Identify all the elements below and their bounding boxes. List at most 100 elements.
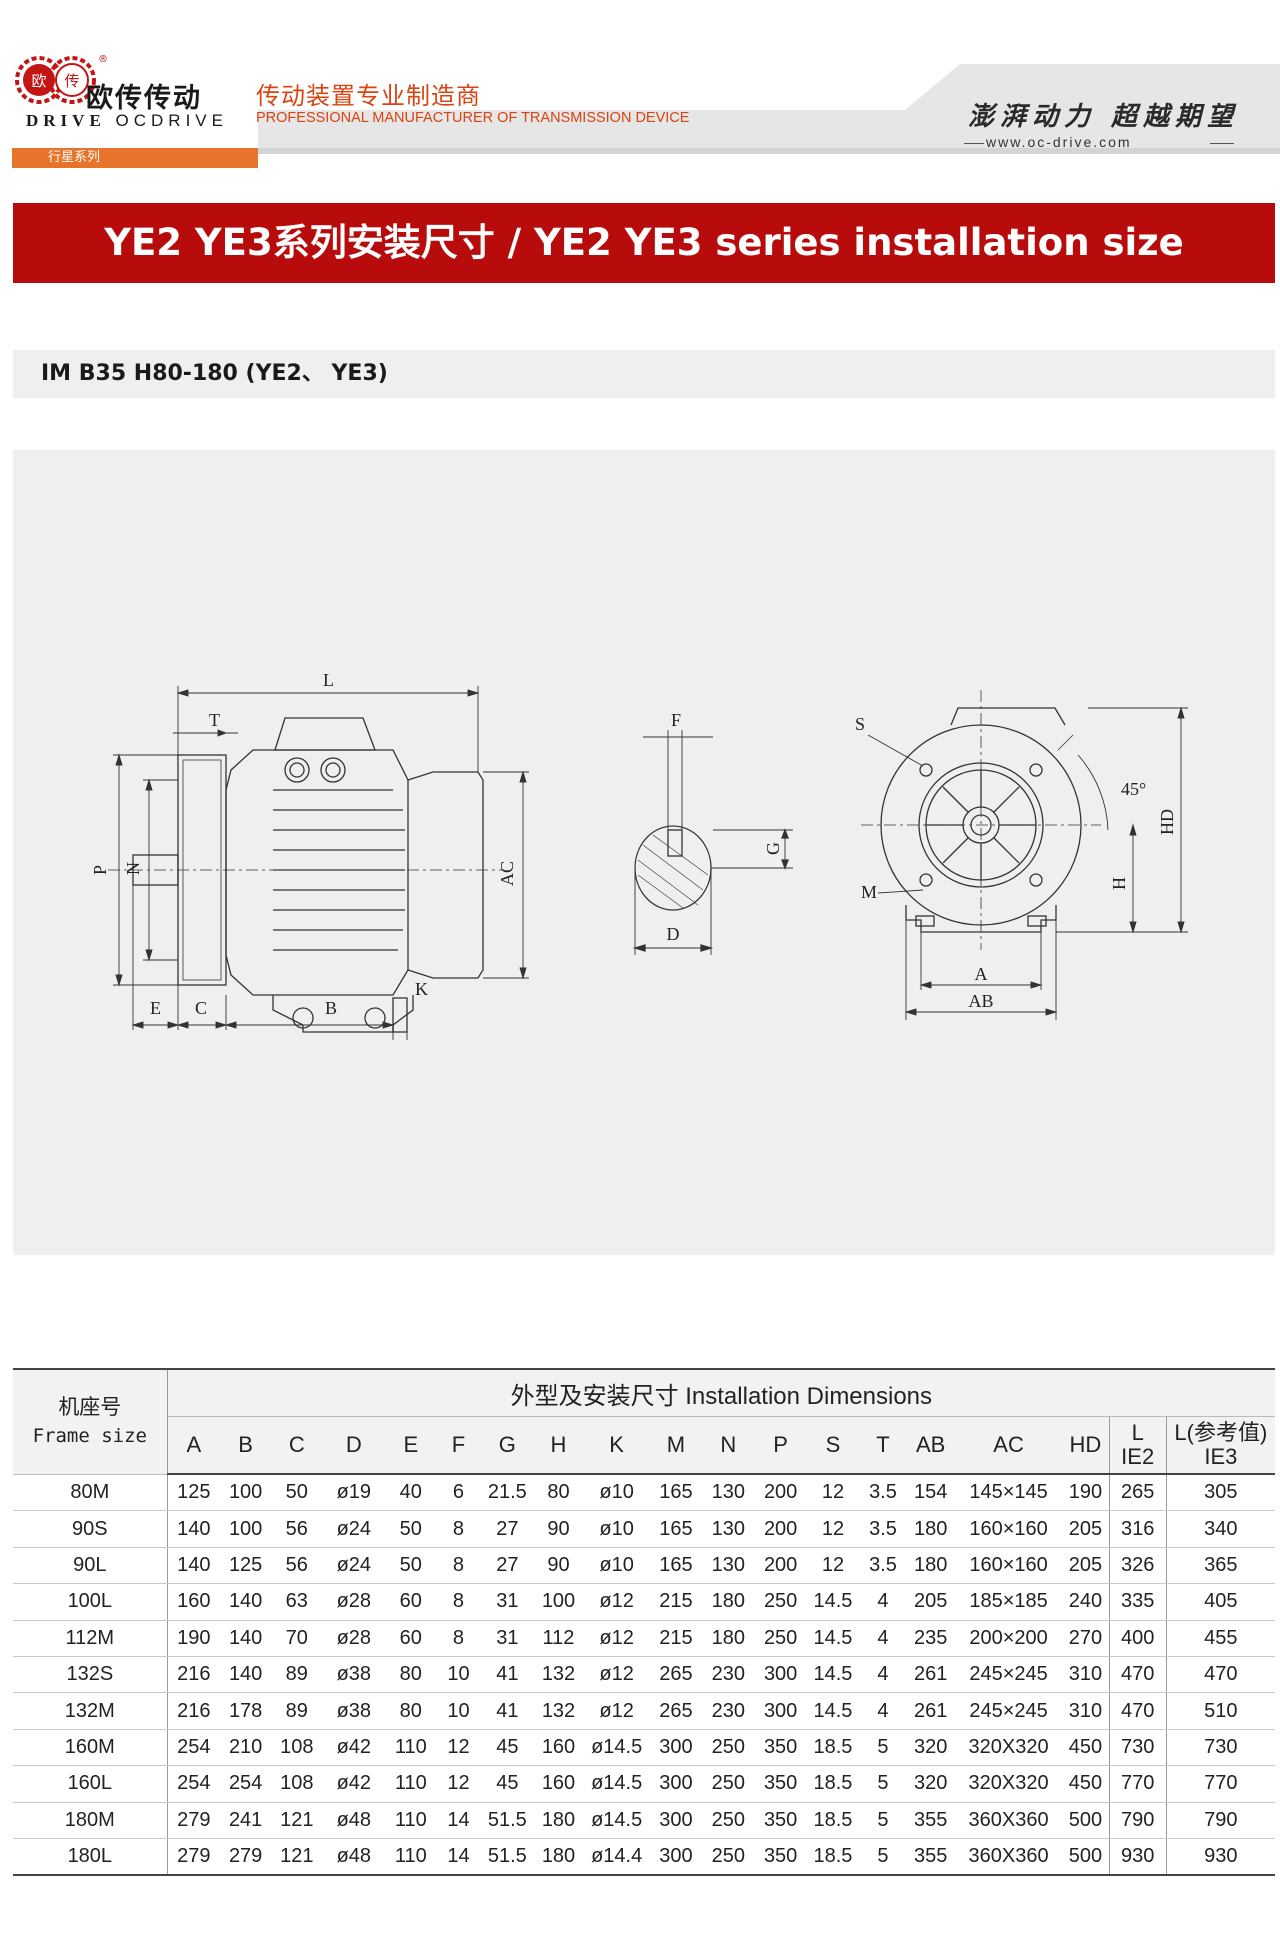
page-header: 欧 传 ® 欧传传动 DRIVE OCDRIVE 传动装置专业制造商 PROFE… (0, 0, 1280, 170)
table-cell: ø38 (322, 1692, 386, 1730)
table-cell: 350 (755, 1729, 807, 1767)
table-cell: 300 (650, 1802, 702, 1839)
column-header-a: A (167, 1416, 221, 1475)
table-cell: 320X320 (955, 1765, 1063, 1803)
dim-label-A: A (975, 964, 988, 984)
dim-label-G: G (763, 842, 783, 855)
table-cell: 178 (220, 1692, 272, 1730)
frame-size-cell: 80M (13, 1474, 168, 1512)
brand-name-en: DRIVE OCDRIVE (26, 111, 228, 131)
table-cell: ø48 (322, 1802, 386, 1839)
table-cell: 154 (906, 1474, 956, 1512)
table-cell: 14 (436, 1838, 481, 1877)
table-cell: 279 (167, 1838, 221, 1877)
logo-char-2: 传 (64, 72, 79, 90)
table-cell: 6 (436, 1474, 481, 1512)
table-cell: 14 (436, 1802, 481, 1839)
table-cell: 180 (701, 1583, 756, 1621)
table-cell: 45 (480, 1729, 535, 1767)
table-cell: 250 (701, 1802, 756, 1839)
section-subtitle: IM B35 H80-180 (YE2、 YE3) (13, 350, 1275, 398)
table-cell: ø14.5 (582, 1802, 651, 1839)
table-cell: 132 (534, 1692, 583, 1730)
table-cell: 108 (271, 1729, 323, 1767)
table-cell: 10 (436, 1656, 481, 1694)
table-cell: 335 (1108, 1583, 1167, 1621)
dim-label-P: P (90, 865, 110, 875)
column-header-b: B (220, 1416, 272, 1475)
table-cell: 455 (1165, 1620, 1275, 1657)
table-cell: ø42 (322, 1765, 386, 1803)
table-cell: ø42 (322, 1729, 386, 1767)
table-cell: 165 (650, 1474, 702, 1512)
table-cell: 4 (859, 1583, 907, 1621)
table-cell: 80 (385, 1692, 437, 1730)
table-cell: 200 (755, 1547, 807, 1585)
table-cell: ø10 (582, 1547, 651, 1585)
table-cell: 160×160 (955, 1547, 1063, 1585)
tagline-en: PROFESSIONAL MANUFACTURER OF TRANSMISSIO… (256, 110, 690, 126)
table-cell: 360X360 (955, 1838, 1063, 1877)
table-cell: 4 (859, 1656, 907, 1694)
column-header-n: N (701, 1416, 756, 1475)
table-cell: 145×145 (955, 1474, 1063, 1512)
table-cell: 470 (1108, 1692, 1167, 1730)
table-cell: ø10 (582, 1510, 651, 1548)
table-cell: 100 (220, 1474, 272, 1512)
table-cell: 310 (1062, 1656, 1110, 1694)
table-cell: 125 (167, 1474, 221, 1512)
column-header-e: E (385, 1416, 437, 1475)
column-header-h: H (534, 1416, 583, 1475)
column-header-l-ie2-top: L (1131, 1420, 1144, 1445)
table-cell: 320 (906, 1765, 956, 1803)
brand-name-cn: 欧传传动 (86, 83, 202, 114)
gear-icon: 欧 传 ® (15, 54, 108, 104)
table-cell: 90 (534, 1510, 583, 1548)
table-cell: 200×200 (955, 1620, 1063, 1657)
frame-size-cell: 180L (13, 1838, 168, 1877)
slogan: 澎湃动力 超越期望 (968, 102, 1240, 132)
dim-label-S: S (855, 714, 865, 734)
table-cell: 12 (436, 1729, 481, 1767)
table-cell: 110 (385, 1729, 437, 1767)
table-cell: 790 (1108, 1802, 1167, 1839)
frame-size-cell: 90L (13, 1547, 168, 1585)
table-cell: 5 (859, 1729, 907, 1767)
website-link[interactable]: www.oc-drive.com (986, 134, 1132, 150)
table-cell: 300 (755, 1692, 807, 1730)
table-cell: 41 (480, 1692, 535, 1730)
table-cell: 160 (534, 1765, 583, 1803)
table-cell: 4 (859, 1692, 907, 1730)
table-cell: 63 (271, 1583, 323, 1621)
table-cell: 5 (859, 1838, 907, 1877)
dim-label-F: F (671, 710, 681, 730)
dim-label-E: E (150, 998, 161, 1018)
end-view (861, 690, 1101, 950)
table-cell: 180 (701, 1620, 756, 1657)
table-cell: 21.5 (480, 1474, 535, 1512)
column-header-l-ie3-top: L(参考值) (1174, 1420, 1268, 1445)
table-cell: 3.5 (859, 1510, 907, 1548)
table-cell: 89 (271, 1692, 323, 1730)
column-header-l-ie3: L(参考值)IE3 (1165, 1416, 1275, 1475)
frame-size-header: 机座号 Frame size (13, 1368, 168, 1475)
table-cell: 18.5 (806, 1838, 860, 1877)
frame-size-cell: 100L (13, 1583, 168, 1621)
table-cell: 200 (755, 1510, 807, 1548)
table-cell: 355 (906, 1802, 956, 1839)
column-header-l-ie2-bottom: IE2 (1121, 1444, 1155, 1469)
table-cell: 200 (755, 1474, 807, 1512)
website-rule-left (964, 143, 984, 144)
table-cell: 270 (1062, 1620, 1110, 1657)
table-cell: 500 (1062, 1838, 1110, 1877)
table-cell: 190 (1062, 1474, 1110, 1512)
table-cell: 245×245 (955, 1656, 1063, 1694)
side-dimensions (113, 686, 529, 1040)
table-cell: 100 (220, 1510, 272, 1548)
table-cell: 180 (906, 1547, 956, 1585)
table-cell: 70 (271, 1620, 323, 1657)
